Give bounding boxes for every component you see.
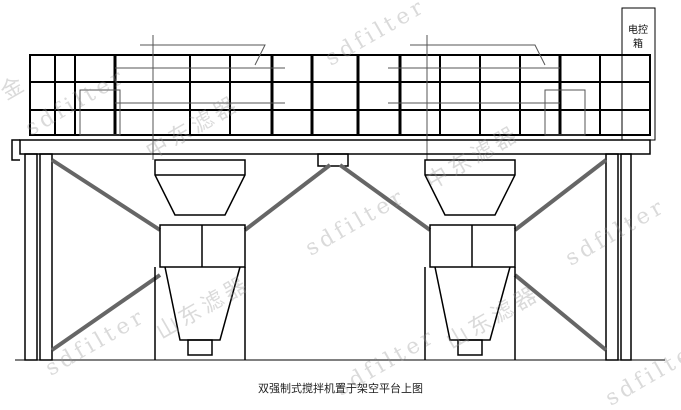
control-box-label: 电控箱	[628, 25, 648, 50]
support-legs	[15, 153, 665, 361]
platform-beam	[11, 139, 651, 167]
mixer-left	[154, 159, 246, 360]
drawing-caption: 双强制式搅拌机置于架空平台上图	[258, 382, 423, 395]
diagonal-braces	[50, 158, 608, 352]
mixer-right	[424, 159, 516, 360]
upper-trays	[79, 35, 586, 160]
